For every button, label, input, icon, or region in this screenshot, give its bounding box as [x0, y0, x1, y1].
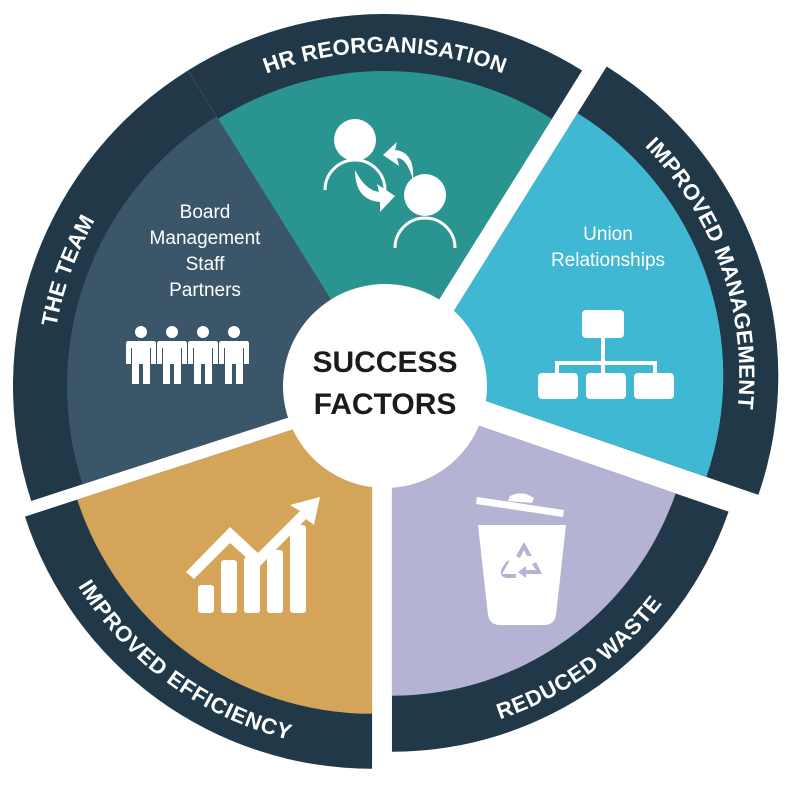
center-circle	[283, 284, 487, 488]
wedge-text-line: Partners	[169, 280, 241, 301]
wedge-text-line: Relationships	[551, 250, 665, 271]
segment-improved-efficiency: IMPROVED EFFICIENCY	[24, 403, 373, 769]
wedge-hr-reorganisation	[218, 71, 552, 387]
people-swap-icon	[323, 119, 457, 249]
growth-chart-icon	[186, 497, 320, 613]
org-chart-icon	[538, 310, 674, 399]
wedge-text-line: Staff	[186, 254, 225, 275]
recycle-bin-icon	[476, 493, 566, 625]
wedge-text-line: Union	[583, 224, 633, 245]
team-people-icon	[126, 326, 249, 384]
center-title-line-1: SUCCESS	[312, 346, 457, 379]
wedge-improved-efficiency	[77, 403, 373, 714]
segment-hr-reorganisation: HR REORGANISATION	[187, 13, 583, 387]
center-title-line-2: FACTORS	[314, 388, 457, 421]
wedge-text-line: Board	[180, 202, 231, 223]
wedge-text-line: Management	[150, 228, 262, 249]
